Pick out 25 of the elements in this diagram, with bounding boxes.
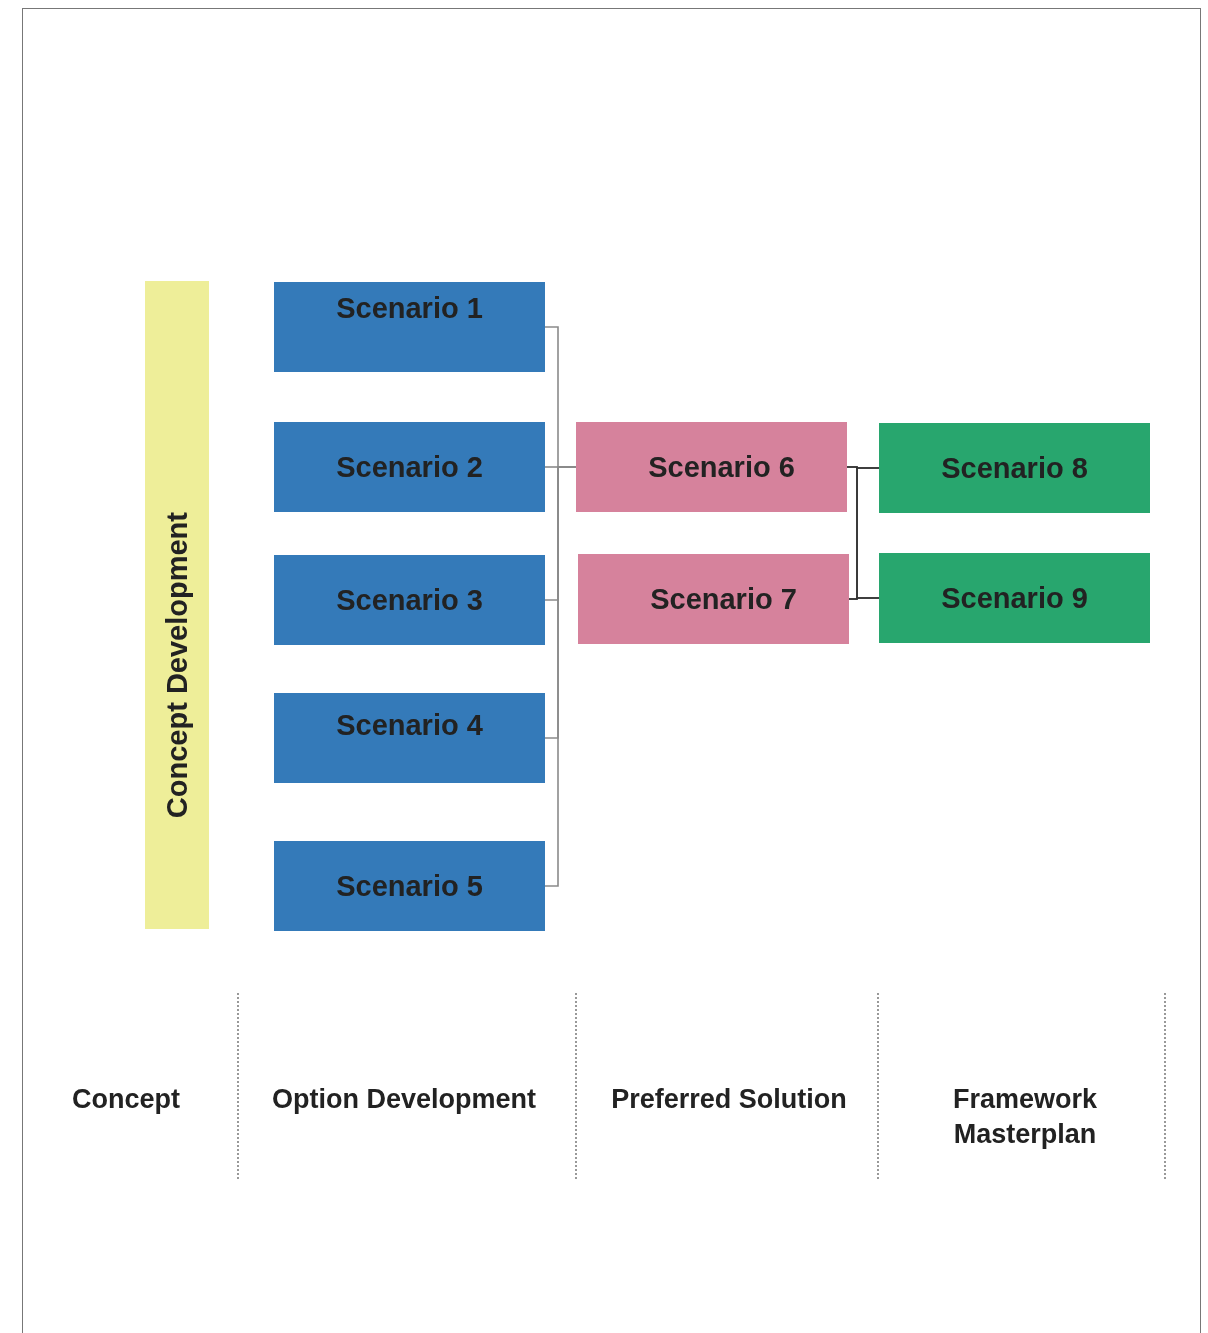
phase-label: Preferred Solution (610, 1083, 848, 1116)
bar-label: Concept Development (160, 511, 194, 819)
scenario-label: Scenario 3 (336, 583, 483, 617)
phase-label: Option Development (271, 1083, 537, 1116)
scenario-label: Scenario 6 (648, 450, 795, 484)
scenario-box (576, 422, 847, 512)
scenario-box (879, 553, 1150, 643)
scenario-box (879, 423, 1150, 513)
scenario-label: Scenario 8 (941, 451, 1088, 485)
scenario-box (274, 841, 545, 931)
scenario-label: Scenario 2 (336, 450, 483, 484)
scenario-label: Scenario 7 (650, 582, 797, 616)
scenario-box (274, 555, 545, 645)
phase-label: Concept (71, 1083, 181, 1116)
scenario-label: Scenario 4 (336, 709, 483, 742)
scenario-box (578, 554, 849, 644)
scenario-box (274, 422, 545, 512)
scenario-label: Scenario 1 (336, 292, 483, 325)
scenario-label: Scenario 9 (941, 581, 1088, 615)
scenario-box (274, 282, 545, 372)
phase-bar (145, 281, 209, 929)
scenario-label: Scenario 5 (336, 869, 483, 903)
connector-line (848, 597, 880, 600)
scenario-box (274, 693, 545, 783)
phase-label: Framework Masterplan (951, 1083, 1099, 1151)
